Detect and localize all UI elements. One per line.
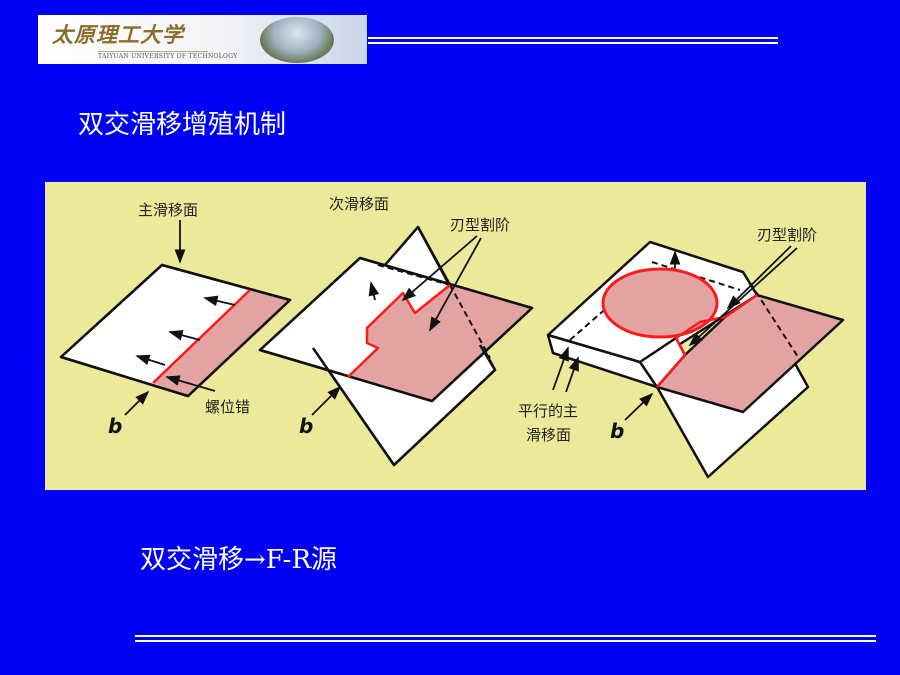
header-rule-top xyxy=(368,37,778,39)
bowed-dislocation-loop xyxy=(601,267,719,339)
slipped-region-2 xyxy=(348,285,532,401)
logo-english-name: TAIYUAN UNIVERSITY OF TECHNOLOGY xyxy=(98,53,238,60)
label-burgers-vector-1: b xyxy=(108,414,122,438)
caption-fr-source: 双交滑移→F-R源 xyxy=(140,545,338,575)
label-burgers-vector-3: b xyxy=(610,419,624,443)
label-secondary-slip-plane: 次滑移面 xyxy=(329,195,389,213)
label-burgers-vector-2: b xyxy=(299,414,313,438)
slipped-region-1 xyxy=(153,290,290,396)
jogged-dislocation-line-2 xyxy=(347,284,451,378)
label-edge-jog-1: 刃型割阶 xyxy=(450,216,510,234)
slide-title: 双交滑移增殖机制 xyxy=(78,110,287,140)
footer-rule-top xyxy=(135,635,876,637)
label-edge-jog-2: 刃型割阶 xyxy=(757,226,817,244)
label-primary-slip-plane: 主滑移面 xyxy=(138,201,198,219)
footer-rule-bottom xyxy=(135,640,876,642)
campus-gate-photo xyxy=(260,17,334,63)
university-logo: 太原理工大学 TAIYUAN UNIVERSITY OF TECHNOLOGY xyxy=(38,15,367,64)
logo-chinese-name: 太原理工大学 xyxy=(52,22,184,47)
label-parallel-primary-2: 滑移面 xyxy=(526,426,571,444)
logo-divider xyxy=(98,51,208,52)
header-rule-bottom xyxy=(368,42,778,44)
label-parallel-primary-1: 平行的主 xyxy=(518,402,578,420)
jogged-dislocation-line-3 xyxy=(656,293,758,388)
label-screw-dislocation: 螺位错 xyxy=(205,398,250,416)
